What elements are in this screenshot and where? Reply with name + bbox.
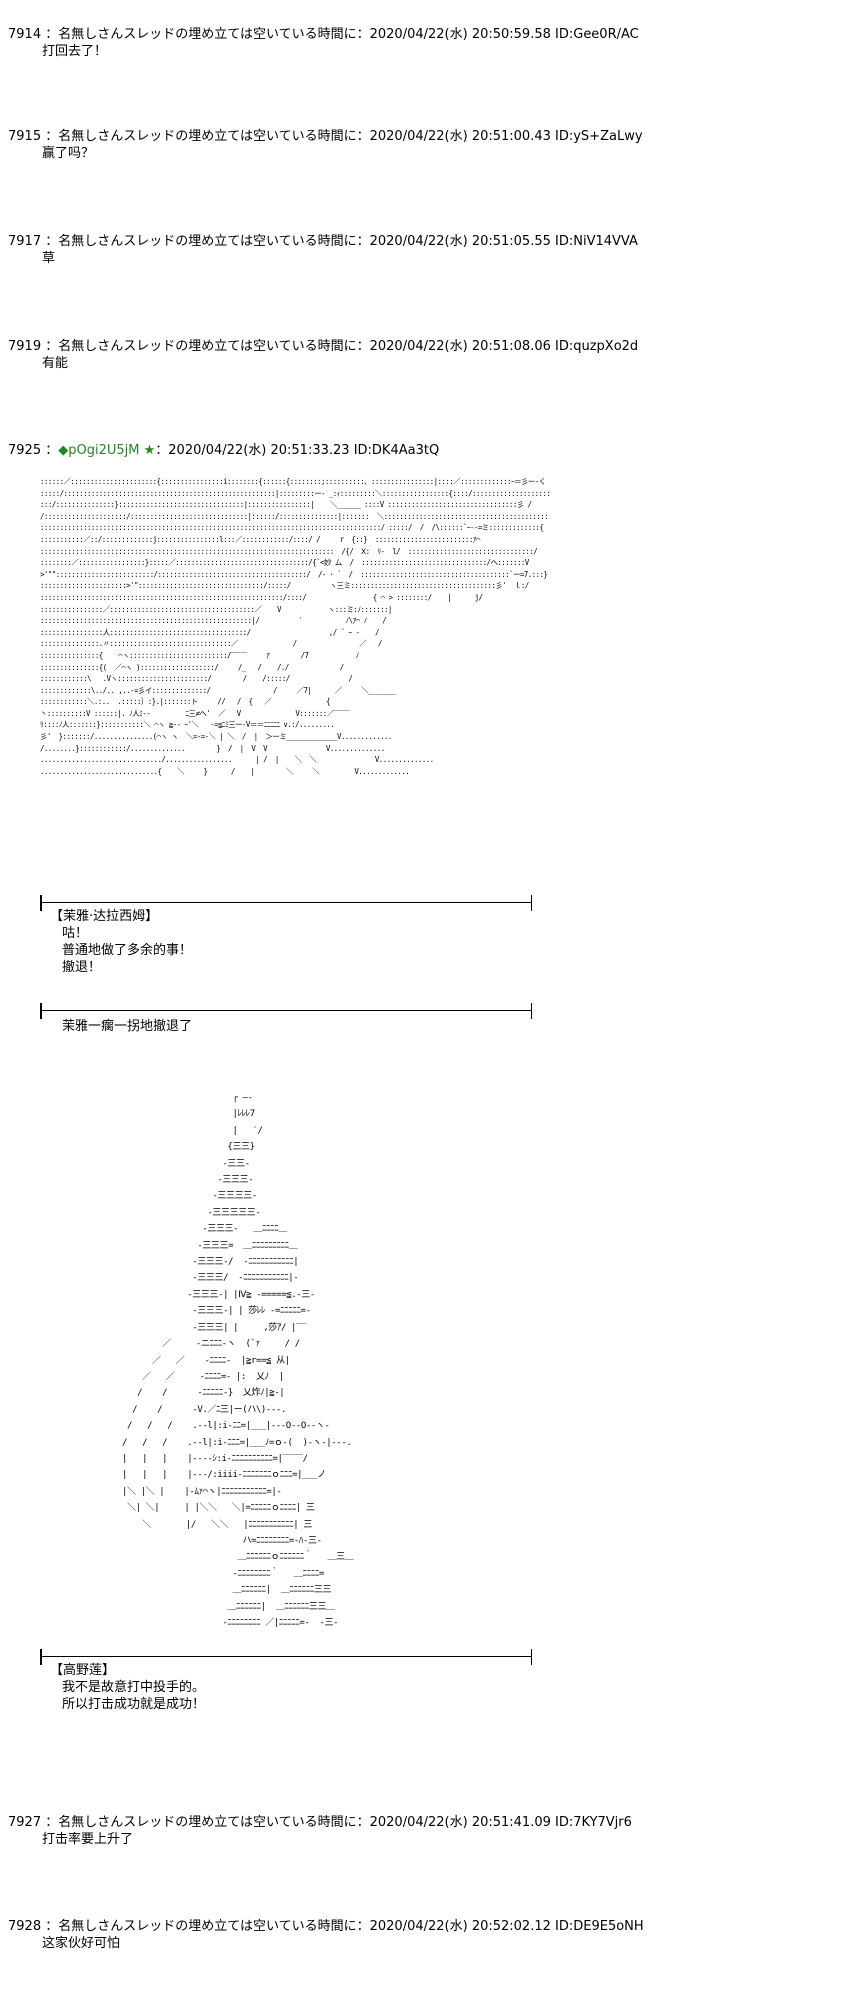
post-date: 2020/04/22(水) 20:52:02.12 xyxy=(369,1919,551,1934)
divider-line xyxy=(40,895,532,911)
post-7919: 7919 ：名無しさんスレッドの埋め立ては空いている時間に：2020/04/22… xyxy=(0,338,866,372)
post-number: 7919 xyxy=(8,339,42,354)
post-id: ID:7KY7Vjr6 xyxy=(555,1815,632,1830)
post-number: 7915 xyxy=(8,129,42,144)
poster-name: 名無しさんスレッドの埋め立ては空いている時間に xyxy=(58,1815,357,1830)
post-id: ID:DE9E5oNH xyxy=(555,1919,644,1934)
speech-caption: 【高野莲】 我不是故意打中投手的。 所以打击成功就是成功！ xyxy=(0,1662,866,1713)
post-id: ID:DK4Aa3tQ xyxy=(353,443,440,458)
post-number: 7928 xyxy=(8,1919,42,1934)
poster-name: 名無しさんスレッドの埋め立ては空いている時間に xyxy=(58,234,357,249)
post-id: ID:quzpXo2d xyxy=(555,339,639,354)
post-number: 7914 xyxy=(8,27,42,42)
post-body: 这家伙好可怕 xyxy=(42,1936,121,1951)
poster-name: 名無しさんスレッドの埋め立ては空いている時間に xyxy=(58,129,357,144)
post-date: 2020/04/22(水) 20:50:59.58 xyxy=(369,27,551,42)
post-date: 2020/04/22(水) 20:51:33.23 xyxy=(168,443,350,458)
post-header: 7928 ：名無しさんスレッドの埋め立ては空いている時間に：2020/04/22… xyxy=(8,1919,644,1934)
poster-name: 名無しさんスレッドの埋め立ては空いている時間に xyxy=(58,1919,357,1934)
speech-line: 咕！ xyxy=(62,926,89,941)
post-number: 7927 xyxy=(8,1815,42,1830)
speech-line: 普通地做了多余的事！ xyxy=(62,943,193,958)
post-header: 7919 ：名無しさんスレッドの埋め立ては空いている時間に：2020/04/22… xyxy=(8,339,639,354)
poster-name: 名無しさんスレッドの埋め立ては空いている時間に xyxy=(58,27,357,42)
post-header: 7925 ：◆pOgi2U5jM ★：2020/04/22(水) 20:51:3… xyxy=(8,443,440,458)
post-header: 7914 ：名無しさんスレッドの埋め立ては空いている時間に：2020/04/22… xyxy=(8,27,639,42)
speaker-name: 【茉雅·达拉西姆】 xyxy=(50,909,159,924)
post-body: 草 xyxy=(42,251,56,266)
speech-line: 所以打击成功就是成功！ xyxy=(62,1697,206,1712)
post-id: ID:yS+ZaLwy xyxy=(555,129,643,144)
post-7915: 7915 ：名無しさんスレッドの埋め立ては空いている時間に：2020/04/22… xyxy=(0,128,866,162)
divider-line xyxy=(40,1649,532,1665)
post-7927: 7927 ：名無しさんスレッドの埋め立ては空いている時間に：2020/04/22… xyxy=(0,1814,866,1848)
divider-line xyxy=(40,1003,532,1019)
ascii-art-battle-scene: ::::::／::::::::::::::::::::::{::::::::::… xyxy=(40,477,550,776)
speech-line: 撤退！ xyxy=(62,960,102,975)
post-body: 有能 xyxy=(42,356,69,371)
speech-line: 我不是故意打中投手的。 xyxy=(62,1680,206,1695)
post-body: 打回去了！ xyxy=(42,44,108,59)
post-7914: 7914 ：名無しさんスレッドの埋め立ては空いている時間に：2020/04/22… xyxy=(0,26,866,60)
post-7928: 7928 ：名無しさんスレッドの埋め立ては空いている時間に：2020/04/22… xyxy=(0,1918,866,1952)
post-date: 2020/04/22(水) 20:51:00.43 xyxy=(369,129,551,144)
narration: 茉雅一瘸一拐地撤退了 xyxy=(0,1018,866,1035)
post-number: 7925 xyxy=(8,443,42,458)
speaker-name: 【高野莲】 xyxy=(50,1663,116,1678)
post-number: 7917 xyxy=(8,234,42,249)
post-header: 7917 ：名無しさんスレッドの埋め立ては空いている時間に：2020/04/22… xyxy=(8,234,638,249)
speech-caption: 【茉雅·达拉西姆】 咕！ 普通地做了多余的事！ 撤退！ xyxy=(0,908,866,976)
post-date: 2020/04/22(水) 20:51:05.55 xyxy=(369,234,551,249)
post-body: 打击率要上升了 xyxy=(42,1832,134,1847)
post-header: 7927 ：名無しさんスレッドの埋め立ては空いている時間に：2020/04/22… xyxy=(8,1815,632,1830)
post-date: 2020/04/22(水) 20:51:41.09 xyxy=(369,1815,551,1830)
post-id: ID:NiV14VVA xyxy=(555,234,638,249)
post-date: 2020/04/22(水) 20:51:08.06 xyxy=(369,339,551,354)
post-7917: 7917 ：名無しさんスレッドの埋め立ては空いている時間に：2020/04/22… xyxy=(0,233,866,267)
poster-name: 名無しさんスレッドの埋め立ては空いている時間に xyxy=(58,339,357,354)
post-7925: 7925 ：◆pOgi2U5jM ★：2020/04/22(水) 20:51:3… xyxy=(0,442,866,459)
ascii-art-character: ┌ ―- |ﾚﾚﾚ7 | ′/ {三三} -三三- -三三三- -三三三三- -… xyxy=(122,1093,354,1628)
post-id: ID:Gee0R/AC xyxy=(555,27,639,42)
post-header: 7915 ：名無しさんスレッドの埋め立ては空いている時間に：2020/04/22… xyxy=(8,129,643,144)
post-body: 赢了吗？ xyxy=(42,146,95,161)
narration-text: 茉雅一瘸一拐地撤退了 xyxy=(62,1019,193,1034)
poster-trip: ◆pOgi2U5jM ★ xyxy=(58,443,156,458)
